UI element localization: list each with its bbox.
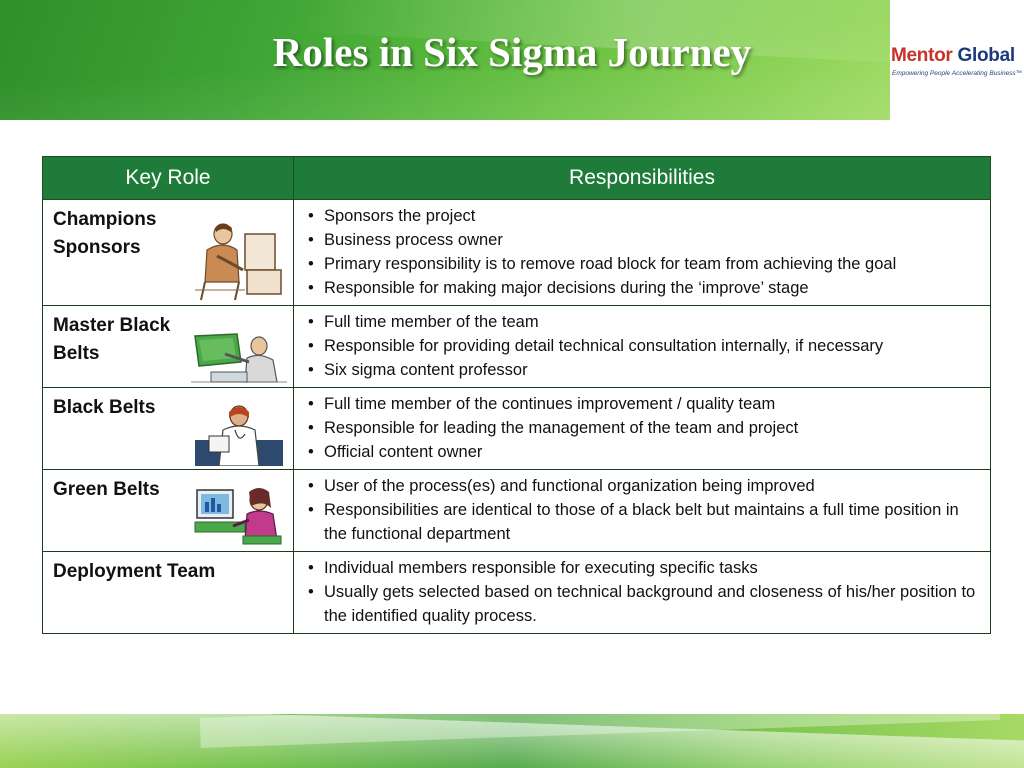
list-item: Full time member of the continues improv… (308, 392, 980, 416)
responsibilities-cell: Individual members responsible for execu… (293, 551, 991, 634)
responsibilities-list: Individual members responsible for execu… (304, 556, 980, 628)
role-cell: Deployment Team (42, 551, 294, 634)
responsibilities-list: User of the process(es) and functional o… (304, 474, 980, 546)
role-name: Deployment Team (53, 561, 216, 582)
responsibilities-cell: Full time member of the team Responsible… (293, 305, 991, 388)
professor-at-board-icon (191, 333, 287, 383)
list-item: Responsible for making major decisions d… (308, 276, 980, 300)
list-item: Sponsors the project (308, 204, 980, 228)
list-item: Usually gets selected based on technical… (308, 580, 980, 628)
logo-area (890, 0, 1024, 120)
role-cell: Master Black Belts (42, 305, 294, 388)
table-header-row: Key Role Responsibilities (42, 156, 991, 200)
logo-tagline: Empowering People Accelerating Business™ (892, 70, 1023, 77)
list-item: Full time member of the team (308, 310, 980, 334)
responsibilities-cell: Sponsors the project Business process ow… (293, 199, 991, 306)
businessman-at-computer-icon (195, 223, 282, 301)
header-responsibilities: Responsibilities (293, 156, 991, 200)
list-item: Responsible for providing detail technic… (308, 334, 980, 358)
table-row: Black Belts Full time member of the cont… (42, 387, 991, 470)
company-logo: Mentor Global (891, 45, 1015, 67)
list-item: Primary responsibility is to remove road… (308, 252, 980, 276)
responsibilities-list: Full time member of the continues improv… (304, 392, 980, 464)
role-cell: Green Belts (42, 469, 294, 552)
role-name: Green Belts (53, 479, 160, 500)
list-item: Responsibilities are identical to those … (308, 498, 980, 546)
list-item: Responsible for leading the management o… (308, 416, 980, 440)
table-row: Green Belts User of the proc (42, 469, 991, 552)
table-row: Master Black Belts Full time member of t… (42, 305, 991, 388)
footer-banner (0, 714, 1024, 768)
logo-text-mentor: Mentor (891, 45, 953, 66)
responsibilities-cell: User of the process(es) and functional o… (293, 469, 991, 552)
woman-at-computer-icon (194, 488, 282, 545)
doctor-with-clipboard-icon (195, 405, 283, 466)
list-item: User of the process(es) and functional o… (308, 474, 980, 498)
logo-text-global: Global (952, 45, 1016, 66)
list-item: Individual members responsible for execu… (308, 556, 980, 580)
list-item: Six sigma content professor (308, 358, 980, 382)
table-row: Deployment Team Individual members respo… (42, 551, 991, 634)
table-row: Champions Sponsors Sponsors the project … (42, 199, 991, 306)
list-item: Business process owner (308, 228, 980, 252)
slide-title: Roles in Six Sigma Journey (272, 29, 752, 75)
header-key-role: Key Role (42, 156, 294, 200)
role-name: Champions Sponsors (53, 209, 157, 258)
responsibilities-list: Full time member of the team Responsible… (304, 310, 980, 382)
responsibilities-cell: Full time member of the continues improv… (293, 387, 991, 470)
role-cell: Black Belts (42, 387, 294, 470)
role-name: Master Black Belts (53, 315, 171, 364)
title-banner (0, 0, 890, 120)
list-item: Official content owner (308, 440, 980, 464)
role-name: Black Belts (53, 397, 156, 418)
roles-table: Key Role Responsibilities Champions Spon… (42, 156, 991, 634)
responsibilities-list: Sponsors the project Business process ow… (304, 204, 980, 300)
role-cell: Champions Sponsors (42, 199, 294, 306)
